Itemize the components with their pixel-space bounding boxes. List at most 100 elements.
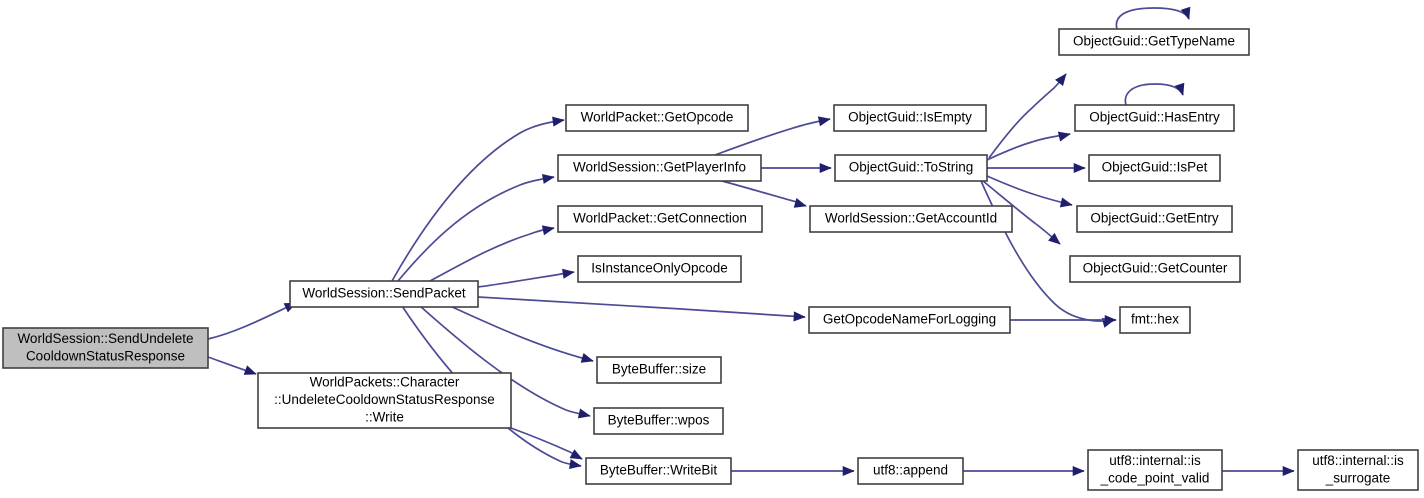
edge-line <box>988 73 1067 159</box>
node-send_packet[interactable]: WorldSession::SendPacket <box>289 280 479 308</box>
edge-line <box>449 305 594 362</box>
node-undelete_write[interactable]: WorldPackets::Character::UndeleteCooldow… <box>257 372 512 429</box>
node-box[interactable] <box>565 104 749 132</box>
node-label: utf8::append <box>873 463 948 478</box>
node-box[interactable] <box>1297 449 1419 491</box>
node-utf8_append[interactable]: utf8::append <box>857 457 964 485</box>
node-label: _surrogate <box>1325 470 1391 485</box>
node-box[interactable] <box>596 356 722 384</box>
node-box[interactable] <box>593 407 724 435</box>
edge-send_packet-to-get_opcode <box>391 116 565 282</box>
node-box[interactable] <box>833 104 987 132</box>
node-box[interactable] <box>1058 28 1250 56</box>
node-send_undelete[interactable]: WorldSession::SendUndeleteCooldownStatus… <box>2 327 209 369</box>
node-label: ObjectGuid::IsEmpty <box>848 110 972 125</box>
edge-line <box>1115 7 1190 30</box>
arrow-head-icon <box>793 198 807 208</box>
node-get_player_info[interactable]: WorldSession::GetPlayerInfo <box>557 154 762 182</box>
edge-line <box>397 176 555 282</box>
arrow-head-icon <box>552 116 565 127</box>
arrow-head-icon <box>541 173 555 184</box>
edge-line <box>1124 83 1184 106</box>
arrow-head-icon <box>793 311 806 322</box>
node-label: WorldPacket::GetOpcode <box>581 110 734 125</box>
node-label: CooldownStatusResponse <box>26 348 185 363</box>
edge-send_packet-to-get_opcode_name_for_logging <box>477 296 806 322</box>
arrow-head-icon <box>577 408 591 419</box>
node-box[interactable] <box>557 205 763 233</box>
node-get_connection[interactable]: WorldPacket::GetConnection <box>557 205 763 233</box>
node-is_instance_only_opcode[interactable]: IsInstanceOnlyOpcode <box>577 255 742 283</box>
arrow-head-icon <box>819 162 832 174</box>
node-box[interactable] <box>257 372 512 429</box>
node-bytebuffer_size[interactable]: ByteBuffer::size <box>596 356 722 384</box>
node-label: WorldSession::GetPlayerInfo <box>573 160 746 175</box>
node-box[interactable] <box>1119 306 1191 334</box>
edge-to_string-to-fmt_hex <box>980 180 1115 328</box>
arrow-head-icon <box>562 268 575 279</box>
edge-to_string-to-get_type_name <box>988 73 1067 159</box>
node-box[interactable] <box>1087 449 1223 491</box>
node-box[interactable] <box>809 205 1013 233</box>
edge-send_packet-to-bytebuffer_wpos <box>419 305 591 419</box>
node-is_surrogate[interactable]: utf8::internal::is_surrogate <box>1297 449 1419 491</box>
node-label: utf8::internal::is <box>1312 453 1404 468</box>
arrow-head-icon <box>1174 82 1185 96</box>
node-label: utf8::internal::is <box>1109 453 1201 468</box>
node-box[interactable] <box>2 327 209 369</box>
node-bytebuffer_writebit[interactable]: ByteBuffer::WriteBit <box>585 457 732 485</box>
node-box[interactable] <box>577 255 742 283</box>
node-get_entry[interactable]: ObjectGuid::GetEntry <box>1076 205 1233 233</box>
node-get_account_id[interactable]: WorldSession::GetAccountId <box>809 205 1013 233</box>
arrow-head-icon <box>1073 162 1086 174</box>
node-get_opcode_name_for_logging[interactable]: GetOpcodeNameForLogging <box>808 306 1011 334</box>
node-get_counter[interactable]: ObjectGuid::GetCounter <box>1069 255 1241 283</box>
edge-to_string-to-has_entry <box>986 131 1071 161</box>
edge-line <box>391 119 565 282</box>
edge-is_code_point_valid-to-is_surrogate <box>1222 465 1295 477</box>
node-box[interactable] <box>834 154 988 182</box>
node-box[interactable] <box>857 457 964 485</box>
node-label: GetOpcodeNameForLogging <box>823 312 996 327</box>
node-box[interactable] <box>289 280 479 308</box>
node-label: ::Write <box>365 410 404 425</box>
node-box[interactable] <box>1076 205 1233 233</box>
node-get_type_name[interactable]: ObjectGuid::GetTypeName <box>1058 28 1250 56</box>
node-box[interactable] <box>1088 154 1221 182</box>
node-box[interactable] <box>808 306 1011 334</box>
edge-get_player_info-to-get_account_id <box>721 180 807 208</box>
node-has_entry[interactable]: ObjectGuid::HasEntry <box>1074 104 1235 132</box>
node-is_code_point_valid[interactable]: utf8::internal::is_code_point_valid <box>1087 449 1223 491</box>
node-get_opcode[interactable]: WorldPacket::GetOpcode <box>565 104 749 132</box>
arrow-head-icon <box>1282 465 1295 477</box>
node-box[interactable] <box>1074 104 1235 132</box>
edge-send_packet-to-get_connection <box>429 225 555 282</box>
edge-line <box>477 271 575 288</box>
node-fmt_hex[interactable]: fmt::hex <box>1119 306 1191 334</box>
node-label: ObjectGuid::GetTypeName <box>1073 34 1235 49</box>
node-label: WorldPackets::Character <box>310 375 460 390</box>
node-label: ObjectGuid::GetEntry <box>1090 211 1219 226</box>
edge-get_opcode_name_for_logging-to-fmt_hex <box>1010 314 1117 326</box>
node-label: _code_point_valid <box>1100 470 1210 485</box>
node-label: WorldSession::SendUndelete <box>17 331 193 346</box>
nodes-layer: WorldSession::SendUndeleteCooldownStatus… <box>2 28 1419 491</box>
node-bytebuffer_wpos[interactable]: ByteBuffer::wpos <box>593 407 724 435</box>
arrow-head-icon <box>568 459 582 470</box>
edge-send_packet-to-is_instance_only_opcode <box>477 268 575 288</box>
node-is_pet[interactable]: ObjectGuid::IsPet <box>1088 154 1221 182</box>
arrow-head-icon <box>842 465 855 477</box>
node-is_empty[interactable]: ObjectGuid::IsEmpty <box>833 104 987 132</box>
arrow-head-icon <box>1059 197 1073 208</box>
arrow-head-icon <box>569 449 583 460</box>
node-to_string[interactable]: ObjectGuid::ToString <box>834 154 988 182</box>
arrow-head-icon <box>580 353 594 363</box>
node-box[interactable] <box>585 457 732 485</box>
edge-line <box>980 180 1115 322</box>
node-box[interactable] <box>557 154 762 182</box>
edge-get_player_info-to-to_string <box>761 162 832 174</box>
edge-line <box>721 180 807 207</box>
edge-line <box>207 302 297 340</box>
node-box[interactable] <box>1069 255 1241 283</box>
